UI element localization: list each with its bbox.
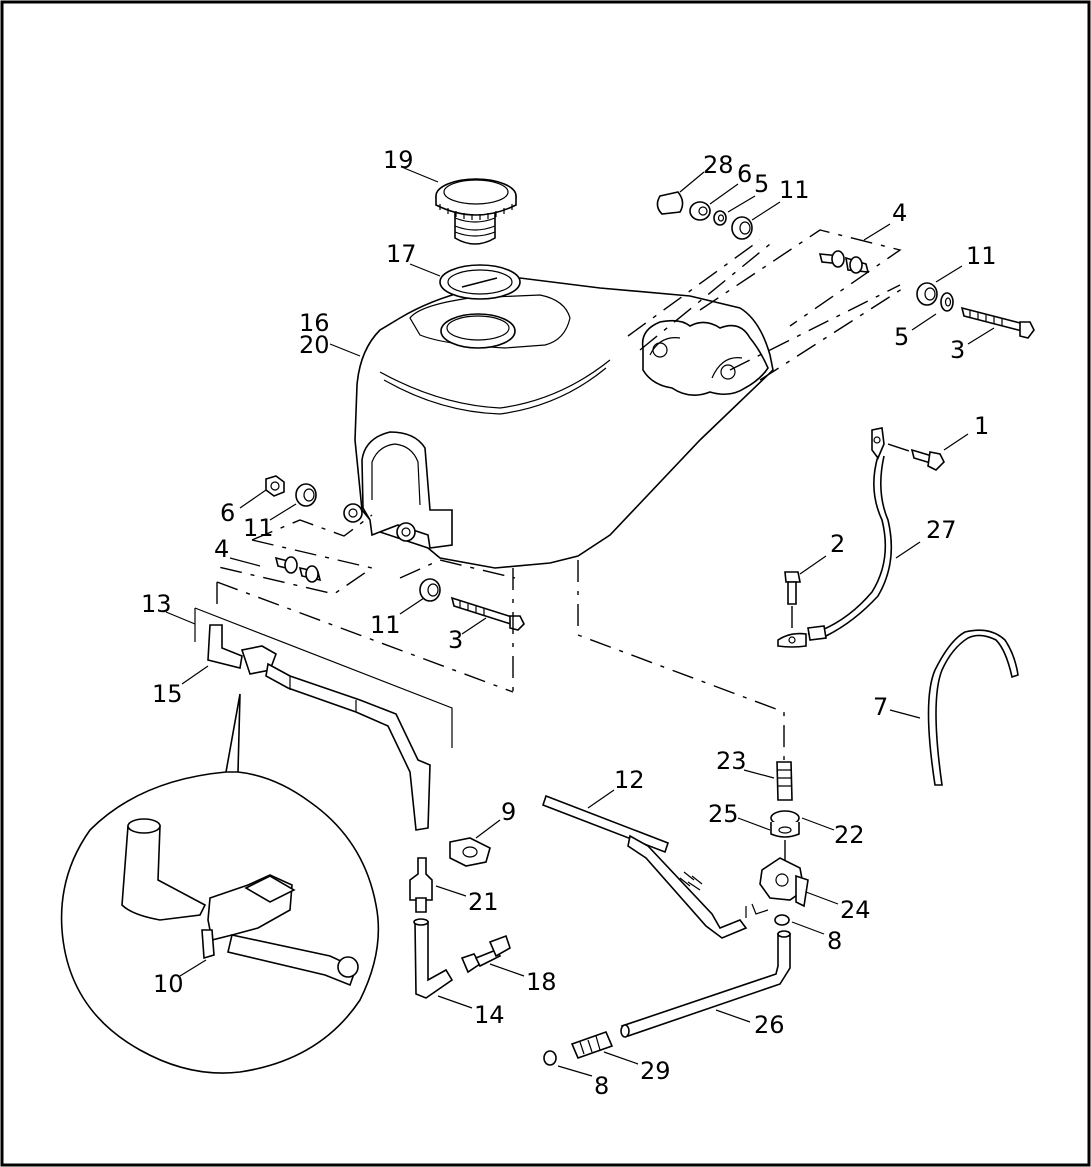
callout-8-right: 8 bbox=[827, 927, 842, 955]
callout-5-right: 5 bbox=[894, 323, 909, 351]
callout-15: 15 bbox=[152, 680, 183, 708]
callout-11-lower: 11 bbox=[370, 611, 401, 639]
callout-16: 16 bbox=[299, 309, 330, 337]
ground-strap bbox=[777, 427, 945, 648]
callout-11-left: 11 bbox=[243, 514, 274, 542]
filler-cap bbox=[435, 178, 517, 245]
callout-5-top: 5 bbox=[754, 170, 769, 198]
callout-7: 7 bbox=[873, 693, 888, 721]
callout-25: 25 bbox=[708, 800, 739, 828]
callout-24: 24 bbox=[840, 896, 871, 924]
fuel-lines bbox=[541, 794, 791, 1038]
callout-11-right: 11 bbox=[966, 242, 997, 270]
callout-20: 20 bbox=[299, 331, 330, 359]
detail-inset bbox=[60, 693, 380, 1074]
callout-11-top: 11 bbox=[779, 176, 810, 204]
callout-6-top: 6 bbox=[737, 160, 752, 188]
overflow-hose bbox=[927, 629, 1019, 786]
callout-4-left: 4 bbox=[214, 535, 229, 563]
callout-17: 17 bbox=[386, 240, 417, 268]
callout-4-top: 4 bbox=[892, 199, 907, 227]
cap-gasket bbox=[439, 264, 521, 300]
small-parts-lower bbox=[409, 837, 614, 1066]
callout-27: 27 bbox=[926, 516, 957, 544]
callout-29: 29 bbox=[640, 1057, 671, 1085]
callout-2: 2 bbox=[830, 530, 845, 558]
callout-6-left: 6 bbox=[220, 499, 235, 527]
fuel-tank bbox=[343, 277, 774, 569]
callout-14: 14 bbox=[474, 1001, 505, 1029]
callout-18: 18 bbox=[526, 968, 557, 996]
fuel-valve-assembly bbox=[577, 560, 809, 926]
callout-21: 21 bbox=[468, 888, 499, 916]
callout-19: 19 bbox=[383, 146, 414, 174]
callout-labels: 19 28 6 5 11 4 17 11 16 20 5 3 1 27 6 11… bbox=[141, 146, 997, 1100]
callout-3-lower: 3 bbox=[448, 626, 463, 654]
callout-3-right: 3 bbox=[950, 336, 965, 364]
callout-8-bottom: 8 bbox=[594, 1072, 609, 1100]
callout-13: 13 bbox=[141, 590, 172, 618]
callout-12: 12 bbox=[614, 766, 645, 794]
leader-lines bbox=[165, 167, 995, 1077]
callout-10: 10 bbox=[153, 970, 184, 998]
vent-tube bbox=[194, 607, 453, 831]
callout-1: 1 bbox=[974, 412, 989, 440]
lower-mount-hardware bbox=[213, 475, 525, 693]
callout-22: 22 bbox=[834, 821, 865, 849]
top-mount-hardware bbox=[627, 191, 1035, 381]
callout-28: 28 bbox=[703, 151, 734, 179]
callout-23: 23 bbox=[716, 747, 747, 775]
callout-26: 26 bbox=[754, 1011, 785, 1039]
callout-9: 9 bbox=[501, 798, 516, 826]
